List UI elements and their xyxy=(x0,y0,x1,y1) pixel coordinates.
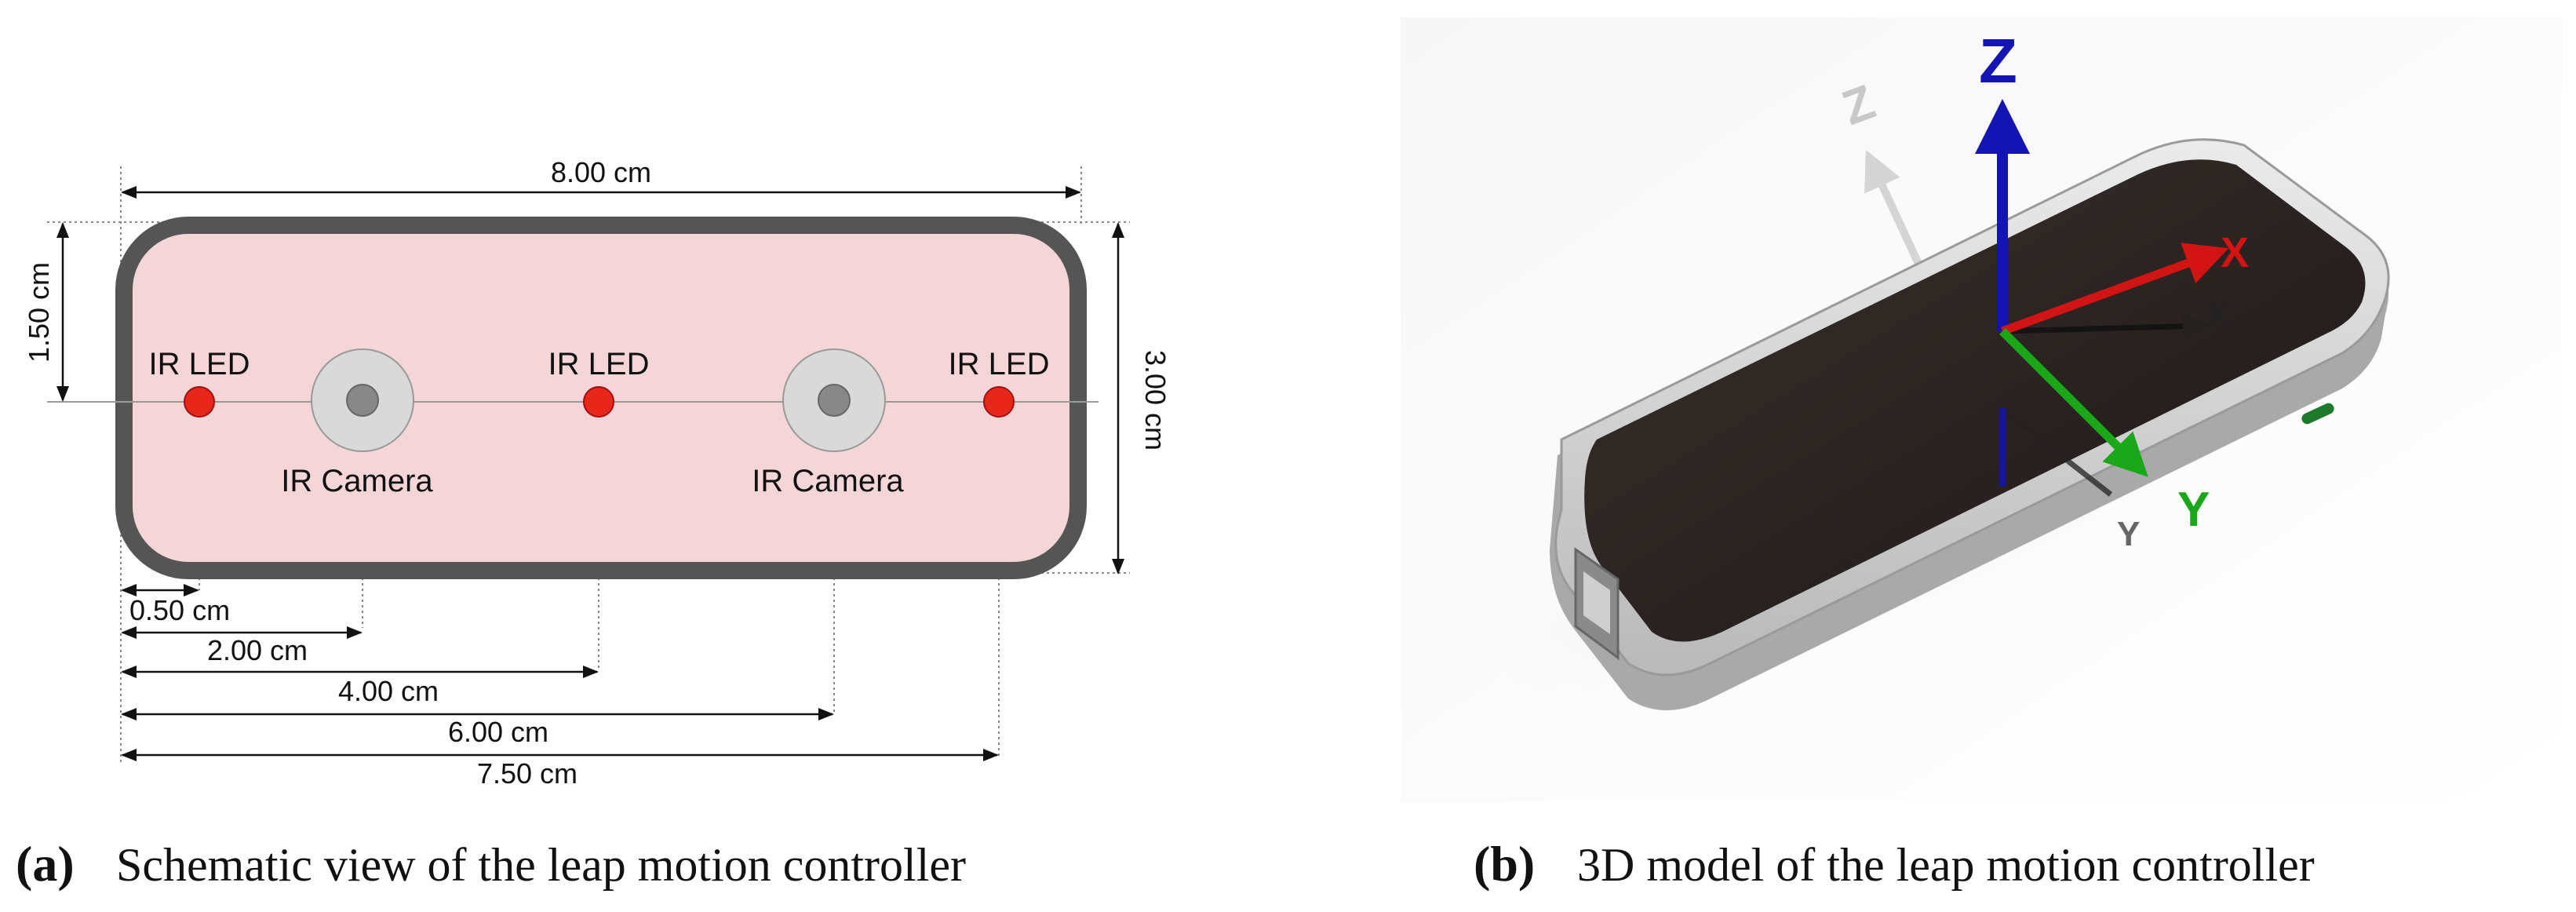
ir-camera-2 xyxy=(782,348,886,452)
y-axis xyxy=(1999,328,2148,477)
ir-camera-1 xyxy=(311,348,414,452)
x-axis-label: X xyxy=(2221,229,2249,276)
dim-label-600: 6.00 cm xyxy=(448,716,548,748)
dim-label-050: 0.50 cm xyxy=(129,594,230,626)
caption-b-tag: (b) xyxy=(1474,836,1535,892)
ir-led-1 xyxy=(184,386,215,418)
ir-led-3 xyxy=(983,386,1015,418)
ir-led-label-3: IR LED xyxy=(949,347,1050,381)
shadow-x-label: X xyxy=(2206,295,2229,334)
dim-label-400: 4.00 cm xyxy=(338,675,439,707)
dim-label-750: 7.50 cm xyxy=(477,757,578,790)
ir-camera-label-1: IR Camera xyxy=(281,464,433,498)
ir-led-label-1: IR LED xyxy=(149,347,250,381)
caption-b-text: 3D model of the leap motion controller xyxy=(1577,839,2315,891)
schematic-panel: IR LED IR LED IR LED IR Camera IR Camera… xyxy=(23,156,1171,790)
y-axis-label: Y xyxy=(2177,483,2210,537)
caption-a-tag: (a) xyxy=(16,836,75,892)
caption-b: (b) 3D model of the leap motion controll… xyxy=(1474,836,2315,892)
caption-a-text: Schematic view of the leap motion contro… xyxy=(116,839,966,891)
z-axis-label: Z xyxy=(1979,26,2017,96)
half-height-dimension-label: 1.50 cm xyxy=(23,262,55,363)
ir-led-2 xyxy=(583,386,614,418)
x-axis xyxy=(2001,243,2229,336)
shadow-y-label: Y xyxy=(2117,515,2140,553)
shadow-x-axis xyxy=(2002,312,2210,341)
model-panel: Z X Y Z X Y xyxy=(1401,17,2562,802)
width-dimension-label: 8.00 cm xyxy=(551,156,651,188)
device-top-surface xyxy=(1584,159,2366,642)
height-dimension-label: 3.00 cm xyxy=(1139,350,1171,451)
shadow-y-axis xyxy=(2000,407,2113,497)
dim-label-200: 2.00 cm xyxy=(207,634,308,666)
caption-a: (a) Schematic view of the leap motion co… xyxy=(16,836,966,892)
status-light xyxy=(2301,403,2334,425)
ir-camera-label-2: IR Camera xyxy=(752,464,904,498)
ir-led-label-2: IR LED xyxy=(548,347,650,381)
usb-port-inner xyxy=(1583,571,1610,634)
